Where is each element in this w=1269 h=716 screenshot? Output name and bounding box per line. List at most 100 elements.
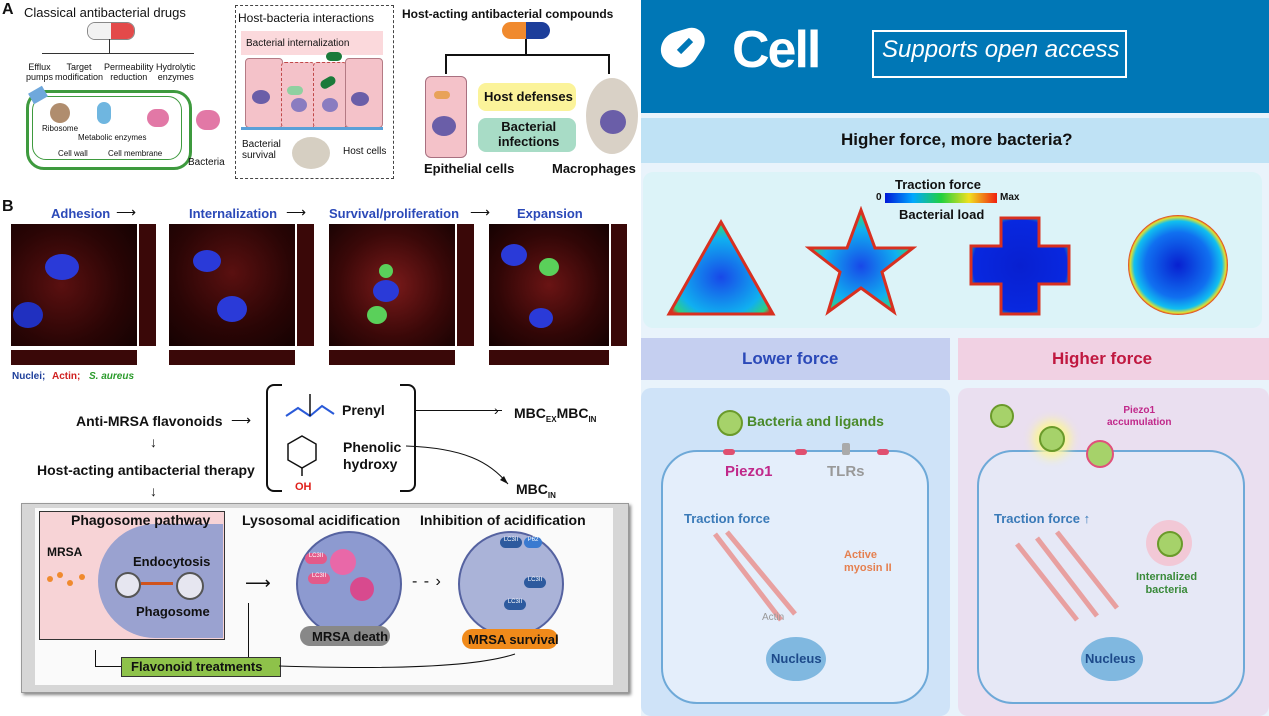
internalized-bacteria-label: Internalized bacteria <box>1136 571 1198 596</box>
tlr-icon <box>842 443 850 455</box>
bacterium-higher-1-icon <box>990 404 1014 428</box>
endocytosis-label: Endocytosis <box>133 554 211 569</box>
down-arrow-2: ↓ <box>150 483 157 499</box>
bottom-view-expansion <box>489 350 609 365</box>
lc3-badge-5: LC3II <box>504 599 526 610</box>
lc3-badge-1: LC3II <box>305 553 327 564</box>
nucleus-higher-icon <box>1081 637 1143 681</box>
internalized-vesicle-icon <box>1146 520 1192 566</box>
internalization-label: Bacterial internalization <box>246 38 350 49</box>
legend-nuclei: Nuclei; <box>12 371 46 382</box>
infections-box <box>478 118 576 152</box>
mrsa-label: MRSA <box>47 545 83 559</box>
cross-shape <box>969 216 1071 316</box>
lower-force-label: Lower force <box>742 349 839 368</box>
lc3-badge-2: LC3II <box>308 573 330 584</box>
host-bacteria-box <box>235 5 394 179</box>
bacterium-icon-1 <box>326 52 342 61</box>
traction-force-up-label: Traction force ↑ <box>994 511 1091 526</box>
prenyl-label: Prenyl <box>342 402 385 418</box>
legend-saureus: S. aureus <box>89 371 135 382</box>
mech-target: Target modification <box>55 62 104 82</box>
host-cells-label: Host cells <box>343 146 387 157</box>
mbc-ex-label: MBCEXMBCIN <box>514 405 597 424</box>
infections-label: Bacterial infections <box>498 119 560 149</box>
mbc-in-label: MBCIN <box>516 481 556 500</box>
piezo1-icon-2 <box>795 449 807 455</box>
macrophage-nucleus-icon <box>600 110 626 134</box>
panel-a-letter: A <box>2 1 14 18</box>
question-band <box>641 118 1269 163</box>
flavonoids-arrow: ⟶ <box>231 412 252 428</box>
right-graphical-abstract: Cell Supports open access Higher force, … <box>641 0 1269 716</box>
higher-force-band <box>958 338 1269 380</box>
treat-curve-arrow <box>279 653 516 668</box>
bacteria-ligands-label: Bacteria and ligands <box>747 413 884 429</box>
lc3-badge-4: LC3II <box>524 577 546 588</box>
metabolic-enzyme-icon <box>97 102 111 124</box>
colorbar-min: 0 <box>876 192 882 203</box>
therapy-label: Host-acting antibacterial therapy <box>37 462 255 478</box>
side-view-expansion <box>611 224 627 346</box>
legend-actin: Actin; <box>52 371 81 382</box>
micrograph-internalization <box>169 224 295 346</box>
epithelial-bacterium-icon <box>434 91 450 99</box>
nucleus-lower-icon <box>766 637 826 681</box>
mech-hydrolytic: Hydrolytic enzymes <box>156 62 196 82</box>
host-defenses-box <box>478 83 576 111</box>
open-access-box <box>872 30 1127 78</box>
drug-capsule-icon <box>87 22 135 40</box>
survival-label: Bacterial survival <box>242 139 281 161</box>
nucleus-lower-label: Nucleus <box>771 651 822 666</box>
cell-logo-text: Cell <box>732 21 821 79</box>
colorbar-title: Traction force <box>895 177 981 192</box>
open-access-label: Supports open access <box>882 36 1120 63</box>
bottom-view-survival <box>329 350 455 365</box>
mrsa-survival-label: MRSA survival <box>468 632 559 647</box>
treat-line-up <box>248 603 249 657</box>
lysosome-icon-1 <box>330 549 356 575</box>
lc3-badge-3: LC3II <box>500 537 522 548</box>
triangle-shape <box>666 218 776 316</box>
to-lysosome-arrow: ⟶ <box>245 573 271 593</box>
prenyl-structure-icon <box>285 394 335 418</box>
phenolic-arrow <box>405 445 509 485</box>
cell-membrane-label: Cell membrane <box>108 149 163 158</box>
mrsa-survival-pill <box>462 629 558 649</box>
bacteria-enzyme-icon <box>196 110 220 130</box>
active-myosin-label: Active myosin II <box>844 549 892 574</box>
bacterium-higher-2-icon <box>1039 426 1065 452</box>
mrsa-death-pill <box>300 626 390 646</box>
split-bar <box>445 54 610 56</box>
mrsa-dots-icon <box>47 572 97 588</box>
endocytosis-arrow <box>141 582 173 585</box>
mech-efflux: Efflux pumps <box>26 62 54 82</box>
tlrs-label: TLRs <box>827 463 865 480</box>
side-view-internalization <box>297 224 314 346</box>
lysosome-cell-icon <box>296 531 402 637</box>
metabolic-label: Metabolic enzymes <box>78 133 147 142</box>
flavonoid-treatments-box <box>121 657 281 677</box>
mechanism-bracket <box>42 53 194 54</box>
phagosome-label: Phagosome <box>136 604 210 619</box>
left-figure: A Classical antibacterial drugs Efflux p… <box>2 1 638 693</box>
actin-label: Actin <box>762 612 785 623</box>
side-view-adhesion <box>139 224 156 346</box>
mech-permeability: Permeability reduction <box>104 62 154 82</box>
phenolic-label: Phenolic hydroxy <box>343 439 402 472</box>
left-brace <box>266 384 282 492</box>
bacterium-higher-3-icon <box>1086 440 1114 468</box>
host-cell-3 <box>313 62 347 128</box>
micrograph-expansion <box>489 224 609 346</box>
piezo1-label: Piezo1 <box>725 463 773 480</box>
host-acting-capsule-icon <box>502 22 550 39</box>
host-bacteria-title: Host-bacteria interactions <box>238 11 375 25</box>
bacterium-icon-3 <box>287 86 303 95</box>
inhibited-cell-icon <box>458 531 564 637</box>
phagosome-icon <box>176 572 204 600</box>
stage-expansion: Expansion <box>517 206 583 221</box>
classical-title: Classical antibacterial drugs <box>24 5 186 20</box>
treat-line-left-h <box>95 666 121 667</box>
ribosome-label: Ribosome <box>42 124 79 133</box>
cell-banner <box>641 0 1269 113</box>
